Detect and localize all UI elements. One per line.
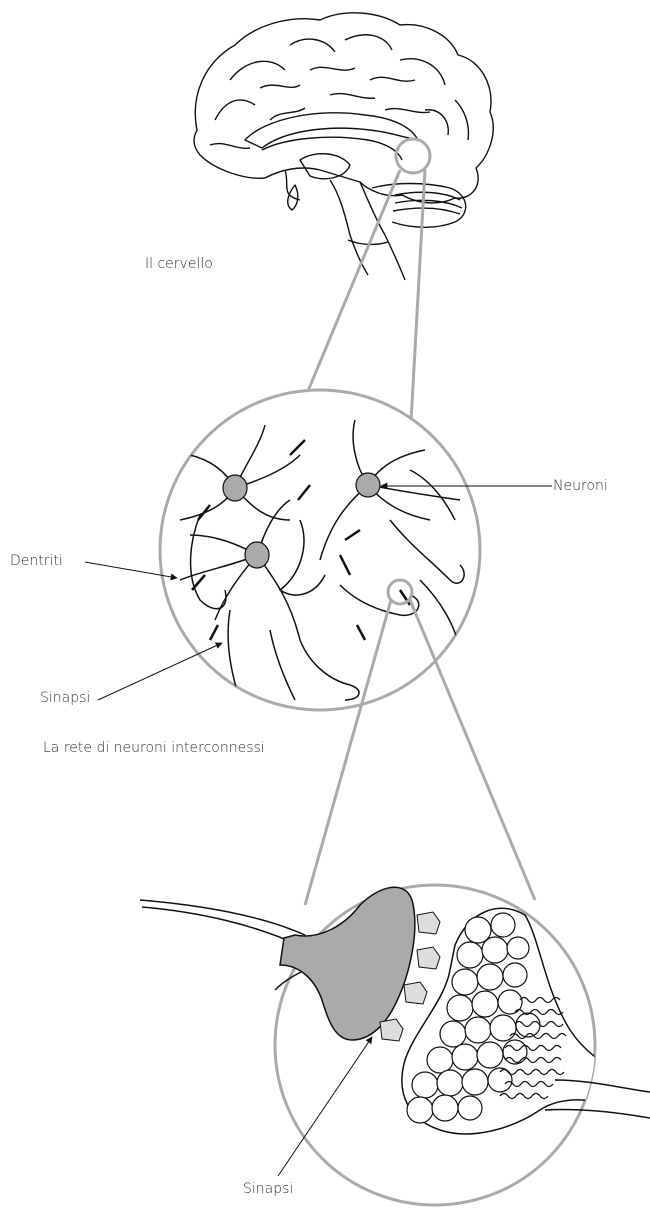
synapse-network-label: Sinapsi bbox=[40, 690, 90, 706]
network-circle bbox=[160, 390, 480, 710]
brain-illustration bbox=[194, 13, 493, 280]
synapse-network-arrow bbox=[98, 643, 222, 700]
synapse-detail-label: Sinapsi bbox=[243, 1181, 293, 1197]
network-caption: La rete di neuroni interconnessi bbox=[43, 740, 265, 756]
neurons-label: Neuroni bbox=[553, 478, 608, 494]
neuron-cell-body bbox=[223, 475, 247, 501]
neuron-cell-body bbox=[245, 542, 269, 568]
brain-zoom-circle bbox=[396, 139, 430, 173]
dendrites-label: Dentriti bbox=[10, 553, 63, 569]
neuron-cell-body bbox=[356, 473, 380, 497]
neuron-network bbox=[160, 390, 480, 710]
brain-label: Il cervello bbox=[145, 256, 213, 272]
synapse-detail bbox=[140, 885, 650, 1205]
